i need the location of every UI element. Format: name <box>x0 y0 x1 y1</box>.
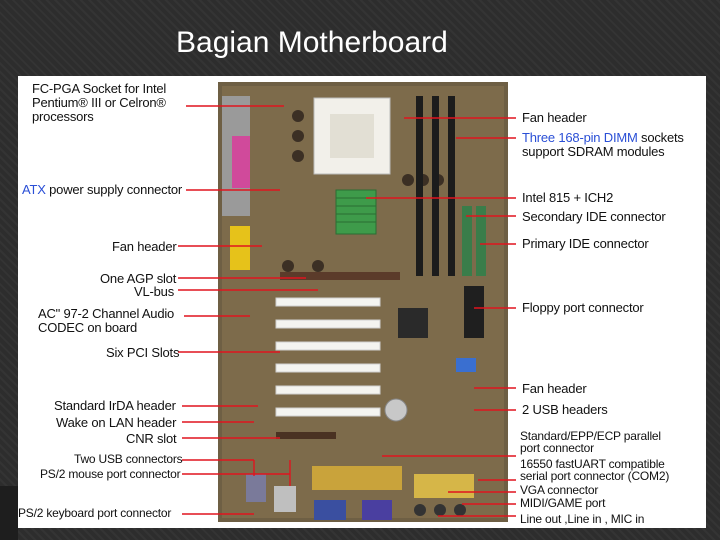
dimm-slots <box>416 96 455 276</box>
audio-jacks-shape <box>414 504 466 516</box>
motherboard-diagram: FC-PGA Socket for Intel Pentium® III or … <box>18 76 706 528</box>
agp-slot-shape <box>280 272 400 280</box>
label-dimm-text: sockets <box>637 130 684 145</box>
pci-slots-shape <box>275 297 381 417</box>
label-atx-text: power supply connector <box>45 182 183 197</box>
label-chipset: Intel 815 + ICH2 <box>522 190 614 205</box>
label-cpu-socket-line2: Pentium® III or Celron® <box>32 95 166 110</box>
label-cnr: CNR slot <box>126 431 177 446</box>
label-serial: 16550 fastUART compatible serial port co… <box>520 458 669 482</box>
serial-port-pink <box>232 136 250 188</box>
label-floppy: Floppy port connector <box>522 300 644 315</box>
cmos-battery <box>384 398 408 422</box>
label-ac97: AC" 97-2 Channel Audio CODEC on board <box>38 307 174 335</box>
label-vl-bus: VL-bus <box>134 284 174 299</box>
blue-header <box>456 358 476 372</box>
slide-title: Bagian Motherboard <box>176 26 448 59</box>
chipset-heatsink <box>335 189 377 235</box>
motherboard-illustration <box>178 82 516 522</box>
ps2-ports-shape <box>246 474 266 502</box>
label-parallel-line2: port connector <box>520 441 594 455</box>
cpu-socket-core <box>330 114 374 158</box>
label-fan-header-bottom: Fan header <box>522 381 587 396</box>
label-serial-line2: serial port connector (COM2) <box>520 469 670 483</box>
label-usb-headers: 2 USB headers <box>522 402 608 417</box>
label-audio-jacks: Line out ,Line in , MIC in <box>520 512 645 526</box>
label-atx-prefix: ATX <box>22 182 46 197</box>
label-fan-header-left: Fan header <box>112 239 177 254</box>
label-ac97-line1: AC" 97-2 Channel Audio <box>38 306 175 321</box>
label-pci-slots: Six PCI Slots <box>106 345 180 360</box>
label-cpu-socket-line1: FC-PGA Socket for Intel <box>32 81 167 96</box>
usb-ports-shape <box>274 486 296 512</box>
slide-corner-decoration <box>0 486 18 540</box>
ich2-chip <box>398 308 428 338</box>
label-agp-slot: One AGP slot <box>100 271 177 286</box>
label-dimm-prefix: Three 168-pin DIMM <box>522 130 638 145</box>
label-dimm-line2: support SDRAM modules <box>522 144 665 159</box>
label-midi: MIDI/GAME port <box>520 496 606 510</box>
label-vga: VGA connector <box>520 483 599 497</box>
label-wol: Wake on LAN header <box>56 415 177 430</box>
label-ps2-keyboard: PS/2 keyboard port connector <box>18 506 172 520</box>
game-port-yellow <box>230 226 250 270</box>
label-atx-power: ATX power supply connector <box>22 183 182 197</box>
label-ide-primary: Primary IDE connector <box>522 236 649 251</box>
game-port-shape <box>414 474 474 498</box>
floppy-connector-shape <box>464 286 484 338</box>
leader-lines-right <box>366 117 516 517</box>
ide-secondary-shape <box>462 206 472 276</box>
parallel-port-shape <box>312 466 402 490</box>
cnr-slot-shape <box>276 432 336 439</box>
vga-port-shape <box>362 500 392 520</box>
label-ac97-line2: CODEC on board <box>38 320 138 335</box>
label-usb-left: Two USB connectors <box>74 452 183 466</box>
label-cpu-socket: FC-PGA Socket for Intel Pentium® III or … <box>32 82 166 124</box>
label-dimm: Three 168-pin DIMM sockets support SDRAM… <box>522 131 684 159</box>
label-ide-secondary: Secondary IDE connector <box>522 209 666 224</box>
label-serial-line1: 16550 fastUART compatible <box>520 457 665 471</box>
ide-primary-shape <box>476 206 486 276</box>
label-parallel: Standard/EPP/ECP parallel port connector <box>520 430 661 454</box>
label-cpu-socket-line3: processors <box>32 109 94 124</box>
label-irda: Standard IrDA header <box>54 398 176 413</box>
leader-lines-left <box>178 105 318 515</box>
com-port-shape <box>314 500 346 520</box>
label-ps2-mouse: PS/2 mouse port connector <box>40 467 181 481</box>
label-fan-header-top: Fan header <box>522 110 587 125</box>
label-parallel-line1: Standard/EPP/ECP parallel <box>520 429 661 443</box>
